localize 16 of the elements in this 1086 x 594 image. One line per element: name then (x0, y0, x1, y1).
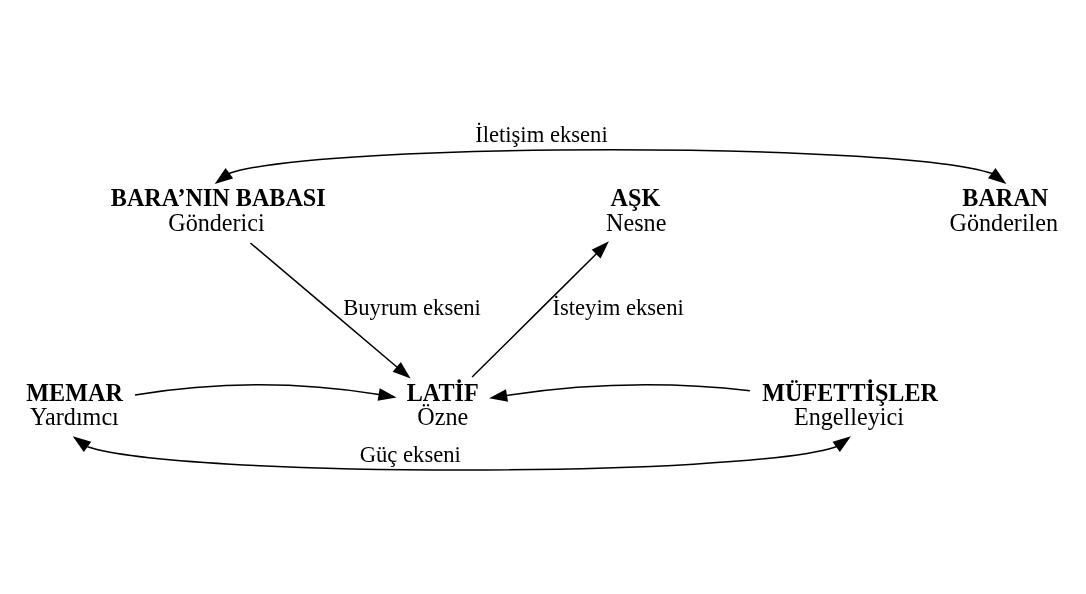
arrow (489, 384, 751, 402)
edge-label: Güç ekseni (359, 442, 461, 468)
node-text: BARA’NIN BABASI Gönderici (110, 184, 326, 236)
edge-label: Buyrum ekseni (343, 295, 481, 321)
node-text: LATİF Özne (406, 379, 479, 431)
arrow (134, 384, 397, 401)
edge-label: İsteyim ekseni (552, 295, 684, 321)
arrow (214, 148, 1007, 184)
arrow (471, 241, 609, 378)
node-text: AŞK Nesne (606, 184, 667, 236)
node-text: MEMAR Yardımcı (26, 379, 123, 431)
node-text: MÜFETTİŞLER Engelleyici (762, 379, 939, 431)
edge-label: İletişim ekseni (475, 122, 608, 148)
arrow (72, 436, 851, 471)
node-text: BARAN Gönderilen (949, 184, 1059, 236)
arrow (249, 242, 411, 379)
